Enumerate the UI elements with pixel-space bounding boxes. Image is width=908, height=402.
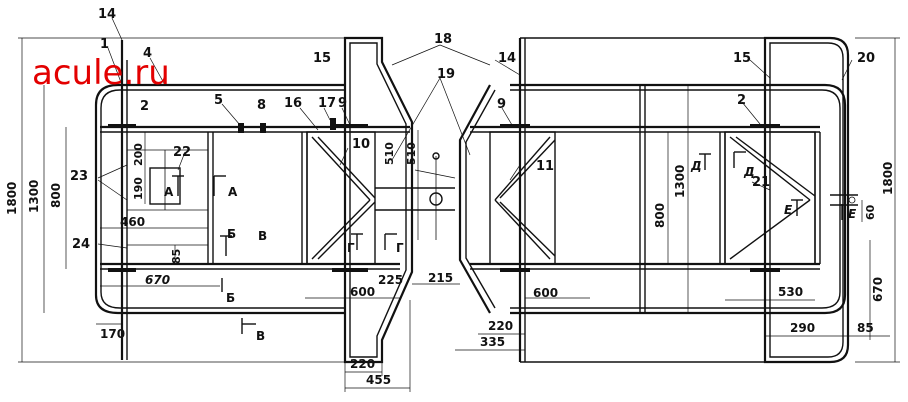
- section-b-top: Б: [227, 227, 236, 241]
- dim-190: 190: [132, 177, 145, 200]
- callout-18: 18: [434, 32, 452, 47]
- section-e-left: Е: [784, 203, 793, 217]
- left-frame: [94, 36, 456, 364]
- dim-670-left: 670: [145, 273, 170, 287]
- section-e-right: Е: [848, 207, 857, 221]
- dim-510-a: 510: [383, 142, 396, 165]
- watermark-logo: acule.ru: [32, 53, 170, 93]
- section-v-top: В: [258, 229, 267, 243]
- callout-24: 24: [72, 237, 90, 252]
- dim-215: 215: [428, 271, 453, 285]
- dim-530: 530: [778, 285, 803, 299]
- dim-60: 60: [864, 204, 877, 220]
- dim-800-right: 800: [653, 203, 667, 228]
- callout-14-left: 14: [98, 7, 116, 22]
- right-outer-rail: [510, 83, 847, 315]
- section-v-bottom: В: [256, 329, 265, 343]
- callout-15-left: 15: [313, 51, 331, 66]
- callout-23: 23: [70, 169, 88, 184]
- callout-16: 16: [284, 96, 302, 111]
- callout-19: 19: [437, 67, 455, 82]
- dim-455: 455: [366, 373, 391, 387]
- section-g-left: Г: [347, 241, 355, 255]
- section-a-right: А: [228, 185, 238, 199]
- callout-1: 1: [100, 37, 109, 52]
- callout-14-right: 14: [498, 51, 516, 66]
- section-g-right: Г: [396, 241, 404, 255]
- callout-17: 17: [318, 96, 336, 111]
- callout-4: 4: [143, 46, 152, 61]
- section-d-left: Д: [690, 159, 702, 173]
- callout-2-left: 2: [140, 99, 149, 114]
- dim-170: 170: [100, 327, 125, 341]
- dim-1800-left: 1800: [5, 182, 19, 215]
- dim-220-left: 220: [350, 357, 375, 371]
- callout-numbers: 14 1 4 2 5 8 16 17 9 15 10 22 23 24 18 1…: [70, 7, 875, 252]
- dim-510-b: 510: [405, 142, 418, 165]
- left-outer-rail: [94, 83, 345, 315]
- callout-15-right: 15: [733, 51, 751, 66]
- callout-20: 20: [857, 51, 875, 66]
- dim-290: 290: [790, 321, 815, 335]
- callout-11: 11: [536, 159, 554, 174]
- dim-85-right: 85: [857, 321, 874, 335]
- dim-1300-right: 1300: [673, 165, 687, 198]
- dim-225: 225: [378, 273, 403, 287]
- leader-lines: [97, 17, 853, 249]
- callout-2-right: 2: [737, 93, 746, 108]
- dim-200: 200: [132, 143, 145, 166]
- callout-21: 21: [752, 175, 770, 190]
- dimension-labels: 1800 1300 800 200 190 460 85 670 170 600…: [5, 142, 895, 387]
- callout-9-left: 9: [338, 96, 347, 111]
- callout-22: 22: [173, 145, 191, 160]
- dim-220-right: 220: [488, 319, 513, 333]
- callout-8: 8: [257, 98, 266, 113]
- dim-85-left: 85: [170, 249, 183, 264]
- section-a-left: А: [164, 185, 174, 199]
- callout-5: 5: [214, 93, 223, 108]
- section-letters: А А Б Б В В Г Г Д Д Е Е: [164, 159, 857, 343]
- section-marks: [172, 151, 843, 334]
- dim-600-left: 600: [350, 285, 375, 299]
- dim-1800-right: 1800: [881, 162, 895, 195]
- section-d-right: Д: [743, 165, 755, 179]
- dim-335: 335: [480, 335, 505, 349]
- callout-10: 10: [352, 137, 370, 152]
- dim-460: 460: [120, 215, 145, 229]
- callout-9-right: 9: [497, 97, 506, 112]
- dim-600-right: 600: [533, 286, 558, 300]
- section-b-bottom: Б: [226, 291, 235, 305]
- dim-1300-left: 1300: [27, 180, 41, 213]
- dim-670-right: 670: [871, 277, 885, 302]
- dim-800-left: 800: [49, 183, 63, 208]
- dimension-lines: [18, 37, 900, 392]
